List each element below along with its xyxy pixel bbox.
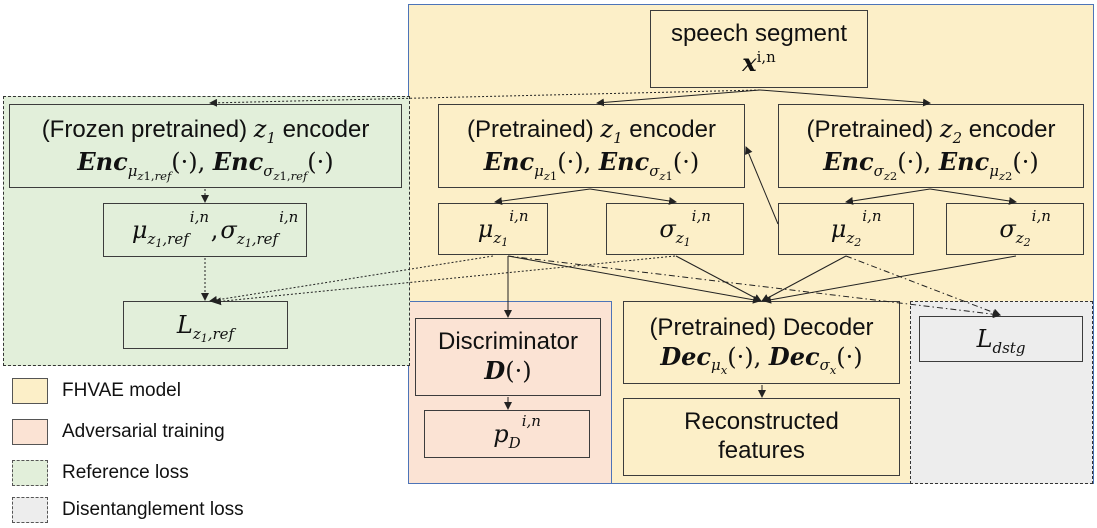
legend-label-reference: Reference loss xyxy=(62,462,189,483)
discriminator-symbol: D(·) xyxy=(484,356,532,385)
frozen-z1-encoder-node: (Frozen pretrained) z1 encoder Encμz1,re… xyxy=(9,104,402,188)
z1-encoder-formula: Encμz1(·), Encσz1(·) xyxy=(483,146,700,183)
reference-region xyxy=(3,96,410,366)
l-ref-symbol: Lz1,ref xyxy=(176,311,235,345)
legend-swatch-fhvae xyxy=(12,378,48,404)
z2-encoder-title: (Pretrained) z2 encoder xyxy=(806,115,1056,148)
legend-label-disentangle: Disentanglement loss xyxy=(62,499,244,520)
legend-item-fhvae: FHVAE model xyxy=(12,378,181,404)
legend-item-reference: Reference loss xyxy=(12,460,189,486)
z2-encoder-formula: Encσz2(·), Encμz2(·) xyxy=(823,146,1039,183)
reconstructed-line1: Reconstructed xyxy=(684,408,839,436)
decoder-label: (Pretrained) Decoder xyxy=(649,313,874,341)
speech-segment-symbol: xi,n xyxy=(742,48,776,77)
speech-segment-label: speech segment xyxy=(670,20,848,48)
l-ref-node: Lz1,ref xyxy=(123,301,288,349)
legend-swatch-reference xyxy=(12,460,48,486)
frozen-z1-encoder-title: (Frozen pretrained) z1 encoder xyxy=(41,115,370,148)
z2-encoder-node: (Pretrained) z2 encoder Encσz2(·), Encμz… xyxy=(778,104,1084,188)
legend-item-adversarial: Adversarial training xyxy=(12,419,225,445)
reconstructed-node: Reconstructed features xyxy=(623,398,900,476)
disentangle-region xyxy=(910,301,1093,484)
legend-item-disentangle: Disentanglement loss xyxy=(12,497,244,523)
discriminator-node: Discriminator D(·) xyxy=(415,318,601,396)
frozen-z1-encoder-formula: Encμz1,ref(·), Encσz1,ref(·) xyxy=(77,146,334,183)
speech-segment-node: speech segment xi,n xyxy=(650,10,868,88)
legend-label-adversarial: Adversarial training xyxy=(62,421,225,442)
reconstructed-line2: features xyxy=(718,437,805,464)
l-dstg-node: Ldstg xyxy=(919,316,1083,362)
legend-swatch-adversarial xyxy=(12,419,48,445)
legend-label-fhvae: FHVAE model xyxy=(62,380,181,401)
z1-encoder-title: (Pretrained) z1 encoder xyxy=(467,115,716,148)
legend-swatch-disentangle xyxy=(12,497,48,523)
mu-sigma-separator: , xyxy=(210,215,219,244)
l-dstg-symbol: Ldstg xyxy=(976,325,1026,357)
decoder-formula: Decμx(·), Decσx(·) xyxy=(660,341,863,378)
z1-encoder-node: (Pretrained) z1 encoder Encμz1(·), Encσz… xyxy=(438,104,745,188)
decoder-node: (Pretrained) Decoder Decμx(·), Decσx(·) xyxy=(623,301,900,384)
adversarial-region xyxy=(408,301,612,484)
discriminator-label: Discriminator xyxy=(437,328,578,356)
